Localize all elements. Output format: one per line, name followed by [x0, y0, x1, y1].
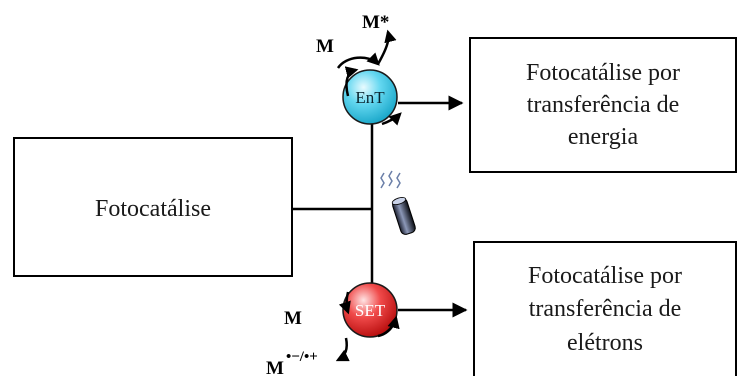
set-cycle-arrow-right — [377, 315, 400, 338]
energy-box-line-3: energia — [568, 124, 639, 150]
electron-box-line-3: elétrons — [567, 330, 643, 356]
lamp-icon — [380, 170, 416, 235]
electron-box-line-2: transferência de — [529, 296, 682, 322]
photocatalysis-box: Fotocatálise — [13, 137, 293, 277]
energy-box-line-1: Fotocatálise por — [526, 60, 680, 86]
energy-transfer-box: Fotocatálise por transferência de energi… — [469, 37, 737, 173]
ent-excitation-arrow — [376, 29, 397, 65]
set-label: SET — [355, 301, 386, 320]
ent-cycle-arrow-right — [381, 112, 402, 126]
set-cycle-arrow-left — [338, 291, 351, 315]
set-redox-arrow — [335, 337, 350, 362]
electron-transfer-box: Fotocatálise por transferência de elétro… — [473, 241, 737, 376]
electron-box-line-1: Fotocatálise por — [528, 263, 682, 289]
ent-cycle-arrow-top — [336, 52, 380, 69]
ent-cycle-arrow-left — [344, 66, 359, 97]
m-radical-label: M — [266, 358, 284, 376]
m-star-label: M* — [362, 12, 389, 33]
ent-node: EnT — [342, 69, 398, 125]
photocatalysis-label: Fotocatálise — [95, 196, 211, 222]
m-radical-superscript: •−/•+ — [286, 349, 318, 365]
m-top-label: M — [316, 36, 334, 57]
m-bottom-label: M — [284, 308, 302, 329]
ent-label: EnT — [355, 88, 385, 107]
energy-box-line-2: transferência de — [527, 92, 680, 118]
